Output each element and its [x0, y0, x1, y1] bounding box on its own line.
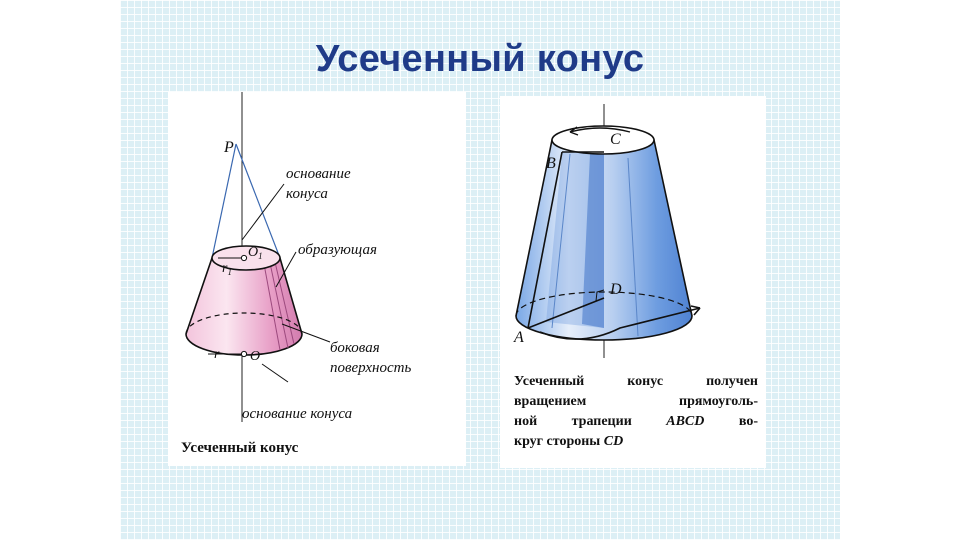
label-base-bottom: основание конуса: [242, 406, 352, 422]
segment-AD: [527, 297, 605, 329]
lateral-line: [551, 153, 571, 329]
label-r: r: [214, 347, 220, 362]
label-O1: O1: [248, 245, 263, 261]
right-angle-mark: [595, 289, 605, 302]
label-B: B: [546, 155, 556, 172]
label-D: D: [609, 281, 622, 298]
caption-line-1: Усеченный конус получен: [514, 374, 758, 389]
label-apex: P: [223, 139, 234, 156]
caption-line-2: вращением прямоуголь-: [514, 394, 758, 409]
top-base-ellipse: [551, 125, 655, 155]
apex-line-right: [235, 143, 281, 259]
caption-line-4: круг стороны CD: [514, 434, 624, 449]
caption-line-3: ной трапеции ABCD во-: [514, 414, 758, 429]
label-lateral-line2: поверхность: [330, 360, 411, 376]
top-center-point: [240, 254, 248, 262]
label-O: O: [250, 349, 260, 364]
label-base-top-line2: конуса: [286, 186, 328, 202]
lateral-stripe: [274, 261, 295, 345]
segment-AB: [527, 151, 563, 329]
left-caption: Усеченный конус: [181, 440, 299, 456]
bottom-rotation-arrowhead: [690, 305, 701, 316]
top-rotation-arc: [569, 127, 631, 133]
right-diagram-panel: B C D A Усеченный конус получен вращение…: [500, 96, 766, 468]
frustum-left-drawing: P основание конуса образующая боковая по…: [185, 92, 411, 422]
label-C: C: [610, 131, 621, 148]
label-A: A: [513, 329, 524, 346]
label-r1: r1: [222, 261, 232, 277]
apex-line-left: [211, 143, 237, 259]
lateral-line: [627, 157, 639, 337]
frustum-right-drawing: B C D A: [513, 104, 701, 358]
right-caption: Усеченный конус получен вращением прямоу…: [514, 372, 758, 452]
leader-lateral: [281, 323, 331, 343]
bottom-base-back-edge: [515, 291, 693, 317]
slide-title: Усеченный конус: [315, 38, 645, 80]
bottom-center-point: [240, 350, 248, 358]
label-base-top-line1: основание: [286, 166, 351, 182]
left-diagram-panel: P основание конуса образующая боковая по…: [168, 92, 466, 466]
trapezoid-face-shade: [582, 154, 604, 328]
lateral-stripe: [263, 263, 281, 351]
label-lateral-line1: боковая: [330, 340, 380, 356]
lateral-stripe: [269, 262, 289, 349]
top-rotation-arrowhead: [569, 126, 579, 136]
leader-bottom-base: [261, 363, 289, 383]
label-generatrix: образующая: [298, 242, 377, 258]
bottom-rotation-arc: [539, 307, 701, 340]
frustum-body: [185, 257, 303, 356]
bottom-base-back-edge: [185, 312, 303, 335]
leader-generatrix: [275, 251, 297, 288]
leader-top-base: [241, 183, 285, 241]
